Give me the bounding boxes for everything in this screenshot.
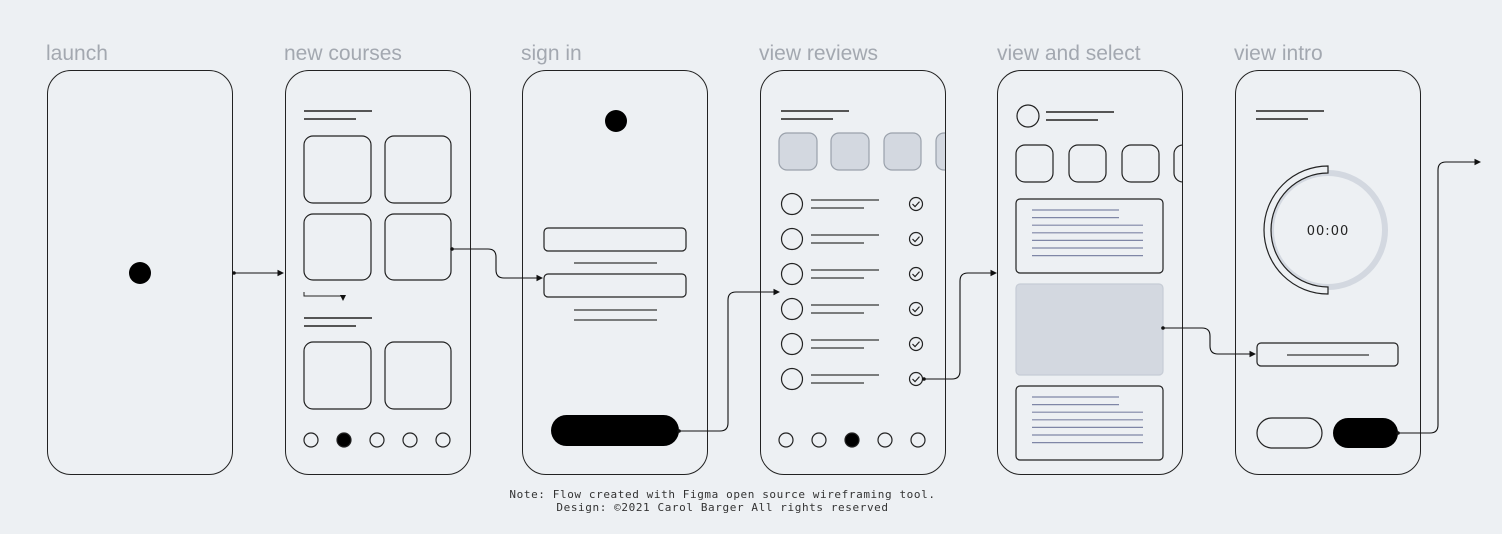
- note-line-2: Design: ©2021 Carol Barger All rights re…: [556, 501, 889, 514]
- course-card[interactable]: [384, 341, 452, 410]
- check-mark-icon: [912, 271, 920, 278]
- connector-select-to-intro: [1163, 327, 1257, 358]
- course-card[interactable]: [303, 135, 372, 204]
- screen-launch: [129, 262, 151, 284]
- review-avatar: [780, 367, 804, 391]
- check-circle-icon[interactable]: [908, 336, 924, 352]
- secondary-button[interactable]: [1256, 417, 1323, 449]
- nav-dot[interactable]: [811, 432, 827, 448]
- nav-dot[interactable]: [369, 432, 385, 448]
- check-mark-icon: [912, 236, 920, 243]
- text-card[interactable]: [1015, 385, 1164, 461]
- flow-connectors: [232, 158, 1482, 435]
- filter-chip[interactable]: [883, 132, 922, 171]
- screen-label-view-reviews: view reviews: [759, 42, 879, 65]
- connector-reviews-to-select: [924, 269, 998, 380]
- text-card-lines: [1032, 209, 1143, 257]
- note-line-1: Note: Flow created with Figma open sourc…: [509, 488, 936, 501]
- phone-frame-view-intro: [1235, 70, 1421, 475]
- course-card[interactable]: [384, 135, 452, 204]
- connector-signin-to-reviews: [679, 288, 781, 432]
- filter-chip[interactable]: [778, 132, 818, 171]
- review-avatar: [780, 192, 804, 216]
- screen-view-reviews: [778, 110, 974, 448]
- footer-note: Note: Flow created with Figma open sourc…: [0, 488, 1445, 514]
- check-circle-icon[interactable]: [908, 371, 924, 387]
- nav-dot[interactable]: [402, 432, 418, 448]
- check-mark-icon: [912, 341, 920, 348]
- check-mark-icon: [912, 306, 920, 313]
- option-field[interactable]: [1256, 342, 1399, 367]
- connector-courses-to-signin: [452, 248, 544, 282]
- filter-chip[interactable]: [935, 132, 974, 171]
- username-field[interactable]: [543, 227, 687, 252]
- screen-label-launch: launch: [46, 42, 108, 65]
- phone-frame-new-courses: [285, 70, 471, 475]
- category-chip[interactable]: [1068, 144, 1107, 183]
- screen-view-intro: 00:00: [1256, 110, 1399, 449]
- connector-intro-to-next: [1398, 158, 1482, 434]
- primary-button[interactable]: [1333, 418, 1398, 448]
- review-avatar: [780, 262, 804, 286]
- course-card[interactable]: [303, 213, 372, 281]
- category-chip[interactable]: [1015, 144, 1054, 183]
- progress-ring-fill: [1263, 165, 1329, 295]
- screen-sign-in: [543, 110, 687, 446]
- check-circle-icon[interactable]: [908, 231, 924, 247]
- text-card[interactable]: [1015, 198, 1164, 274]
- review-avatar: [780, 332, 804, 356]
- screen-label-view-intro: view intro: [1234, 42, 1323, 65]
- nav-dot[interactable]: [910, 432, 926, 448]
- nav-dot[interactable]: [303, 432, 319, 448]
- check-mark-icon: [912, 376, 920, 383]
- screen-view-and-select: [1015, 104, 1211, 461]
- category-chip[interactable]: [1121, 144, 1160, 183]
- filter-chip[interactable]: [830, 132, 870, 171]
- screen-label-view-and-select: view and select: [997, 42, 1141, 65]
- screen-new-courses: [303, 110, 452, 448]
- text-card-lines: [1032, 396, 1143, 444]
- course-card[interactable]: [384, 213, 452, 281]
- phone-frame-sign-in: [522, 70, 708, 475]
- category-chip[interactable]: [1173, 144, 1211, 183]
- nav-dot[interactable]: [435, 432, 451, 448]
- nav-dot[interactable]: [877, 432, 893, 448]
- screen-label-sign-in: sign in: [521, 42, 582, 65]
- password-field[interactable]: [543, 273, 687, 298]
- check-circle-icon[interactable]: [908, 301, 924, 317]
- check-circle-icon[interactable]: [908, 266, 924, 282]
- sign-in-button[interactable]: [551, 415, 679, 446]
- check-mark-icon: [912, 201, 920, 208]
- logo-dot: [129, 262, 151, 284]
- nav-dot[interactable]: [778, 432, 794, 448]
- review-list: [780, 192, 924, 391]
- profile-avatar[interactable]: [1016, 104, 1040, 128]
- course-card[interactable]: [303, 341, 372, 410]
- avatar: [605, 110, 627, 132]
- media-placeholder[interactable]: [1015, 283, 1164, 376]
- review-avatar: [780, 297, 804, 321]
- screen-label-new-courses: new courses: [284, 42, 402, 65]
- timer-text: 00:00: [1307, 224, 1349, 239]
- check-circle-icon[interactable]: [908, 196, 924, 212]
- review-avatar: [780, 227, 804, 251]
- nav-dot-active[interactable]: [844, 432, 860, 448]
- nav-dot-active[interactable]: [336, 432, 352, 448]
- scroll-hint-arrow: [303, 292, 346, 301]
